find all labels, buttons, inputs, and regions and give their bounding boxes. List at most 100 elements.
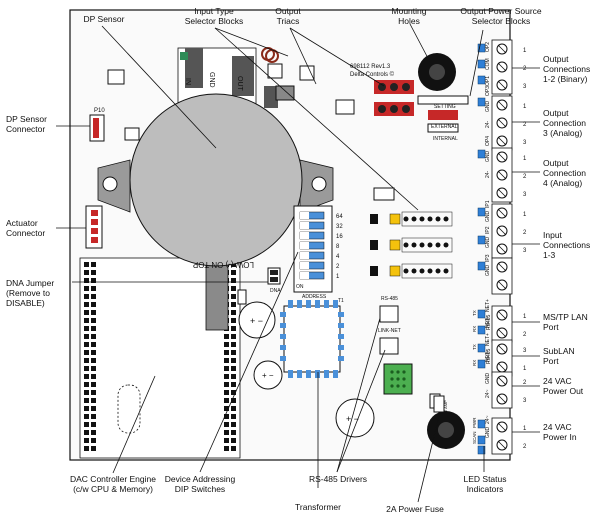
transformer-pin (288, 370, 293, 378)
header-pin (224, 366, 229, 371)
header-pin (91, 262, 96, 267)
terminal-slot (497, 422, 507, 432)
terminal-label: OP3 (485, 86, 491, 96)
silk-out: OUT (236, 76, 243, 92)
header-pin (84, 406, 89, 411)
header-pin (224, 350, 229, 355)
silk-dna: DNA (270, 288, 281, 294)
header-pin (231, 310, 236, 315)
terminal-slot (497, 170, 507, 180)
header-pin (84, 422, 89, 427)
header-pin (91, 382, 96, 387)
header-pin (231, 342, 236, 347)
transformer-pin (315, 300, 320, 308)
terminal-number: 1 (523, 156, 527, 162)
dip-value: 1 (336, 274, 340, 280)
header-pin (231, 414, 236, 419)
status-led (477, 207, 486, 217)
transformer-pin (324, 300, 329, 308)
led-grid-dot (402, 377, 406, 381)
terminal-slot (497, 344, 507, 354)
selector-pin (419, 216, 425, 222)
terminal-slot (497, 440, 507, 450)
dp-sensor-tube (205, 261, 229, 331)
silk-address: ADDRESS (302, 294, 327, 300)
header-pin (84, 366, 89, 371)
status-led (477, 435, 486, 445)
led-label: RX (472, 326, 477, 332)
selector-pin (419, 242, 425, 248)
led-label: TX (472, 344, 477, 350)
header-pin (91, 310, 96, 315)
svg-text:+ −: + − (262, 371, 274, 380)
terminal-slot (497, 262, 507, 272)
dip-switch-lever (300, 222, 309, 229)
selector-pin (443, 216, 449, 222)
selector-shunt (389, 213, 401, 225)
header-pin (91, 278, 96, 283)
dp-sensor-disc (129, 93, 303, 267)
selector-shunt (389, 265, 401, 277)
header-pin (84, 270, 89, 275)
header-pin (224, 430, 229, 435)
header-pin (91, 294, 96, 299)
silk-gnd: GND (208, 72, 215, 88)
triac-heatsink (264, 86, 278, 108)
selector-pin (411, 216, 417, 222)
selector-pin (403, 242, 409, 248)
transformer-pin (315, 370, 320, 378)
header-pin (84, 414, 89, 419)
header-pin (231, 358, 236, 363)
header-pin (91, 342, 96, 347)
header-pin (84, 382, 89, 387)
callout-output-connections-1-2: Output Connections 1-2 (Binary) (543, 54, 591, 84)
transformer-pin (333, 370, 338, 378)
selector-pin (435, 268, 441, 274)
silk-board-id: 698112 Rev1.3 (350, 64, 391, 70)
header-pin (224, 446, 229, 451)
header-pin (84, 342, 89, 347)
header-pin (231, 374, 236, 379)
terminal-label: 24~ (485, 415, 491, 424)
callout-24vac-in: 24 VAC Power In (543, 422, 577, 442)
header-pin (224, 342, 229, 347)
header-pin (231, 422, 236, 427)
header-pin (91, 438, 96, 443)
callout-led-status: LED Status Indicators (463, 474, 507, 494)
callout-input-connections: Input Connections 1-3 (543, 230, 591, 260)
header-pin (91, 350, 96, 355)
transformer-pin (288, 300, 293, 308)
silk-in: IN (184, 78, 191, 85)
led-grid-dot (396, 384, 400, 388)
header-pin (84, 334, 89, 339)
terminal-slot (497, 188, 507, 198)
terminal-label: NET- (485, 350, 491, 362)
callout-dna-jumper: DNA Jumper (Remove to DISABLE) (6, 278, 55, 308)
header-pin (231, 334, 236, 339)
terminal-slot (497, 310, 507, 320)
selector-jumper (370, 266, 378, 276)
transformer-pin (324, 370, 329, 378)
green-led-array (383, 363, 413, 395)
terminal-slot (497, 80, 507, 90)
led-grid-dot (402, 370, 406, 374)
header-pin (91, 366, 96, 371)
selector-shunt (389, 239, 401, 251)
power-fuse (433, 395, 445, 413)
header-pin (84, 350, 89, 355)
terminal-label: OP4 (485, 136, 491, 146)
terminal-number: 3 (523, 140, 527, 146)
transformer-pin (280, 356, 286, 361)
terminal-number: 1 (523, 48, 527, 54)
status-led (477, 325, 486, 335)
header-pin (224, 334, 229, 339)
header-pin (224, 422, 229, 427)
callout-24vac-out: 24 VAC Power Out (543, 376, 584, 396)
dip-switch-lever (300, 262, 309, 269)
callout-device-addressing: Device Addressing DIP Switches (164, 474, 236, 494)
terminal-slot (497, 328, 507, 338)
header-pin (231, 430, 236, 435)
callout-output-triacs: Output Triacs (275, 6, 301, 26)
